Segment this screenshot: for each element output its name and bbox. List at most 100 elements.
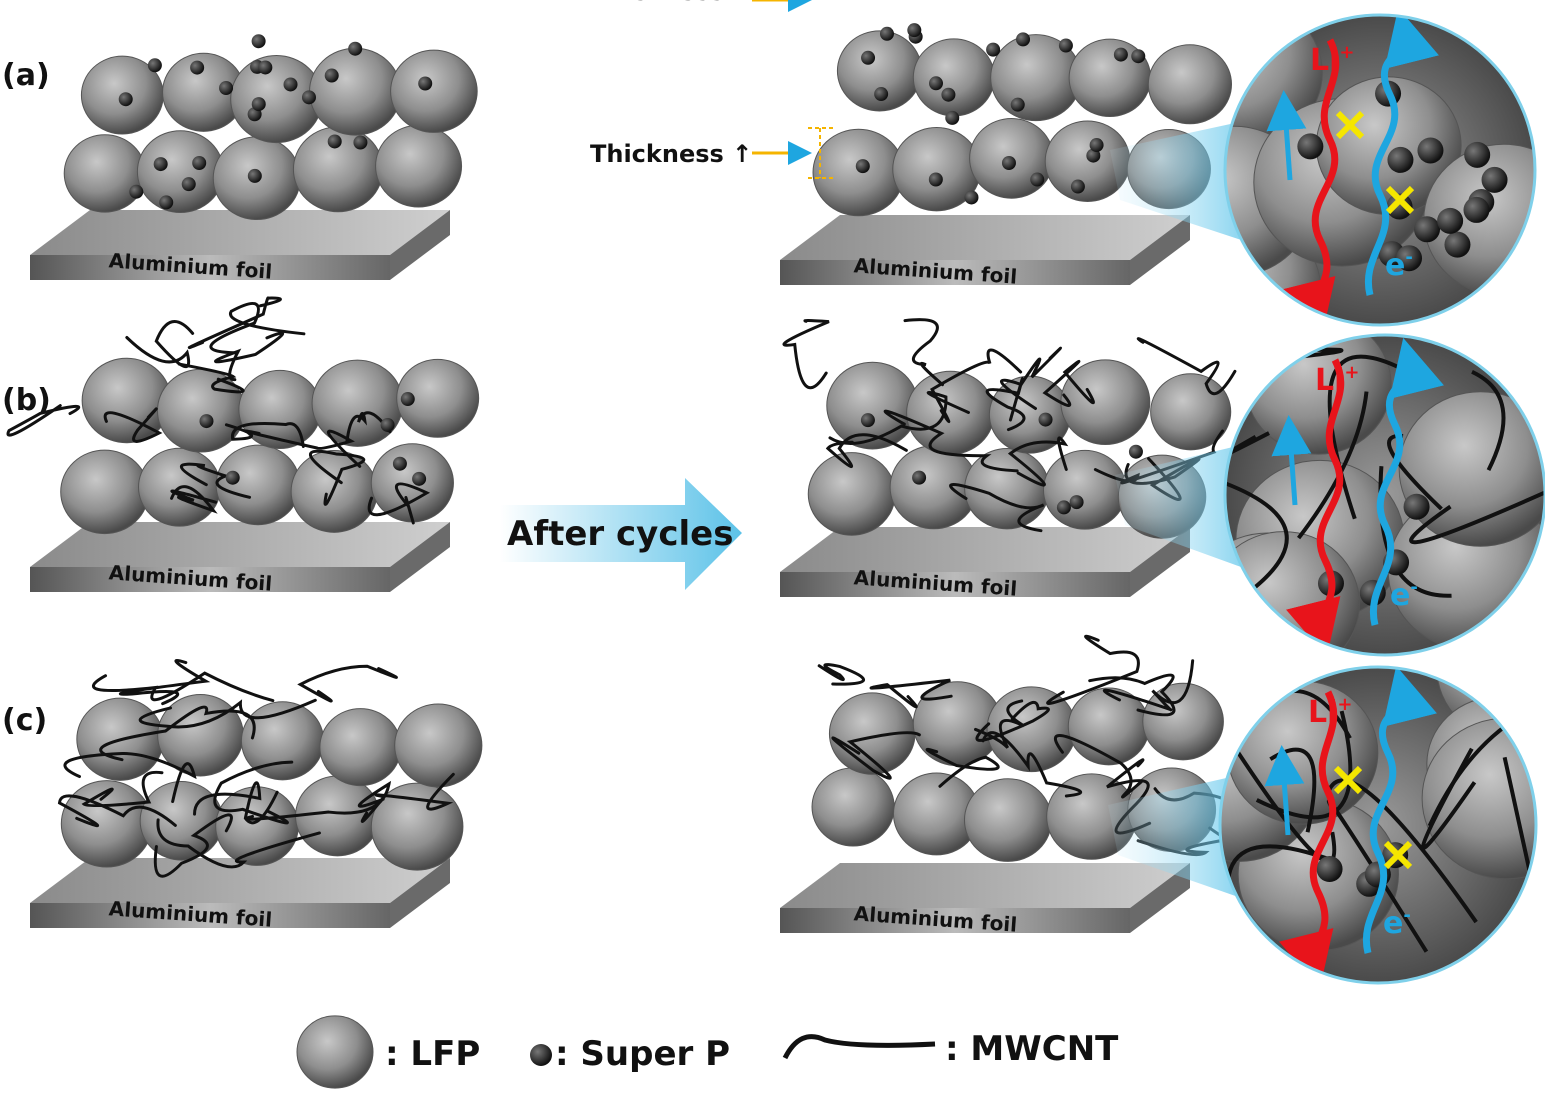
lfp-particle [1060, 359, 1151, 445]
electron-charge: - [1403, 905, 1410, 926]
li-ion-path-arrow [1286, 358, 1345, 655]
mwcnt-fiber [360, 772, 455, 823]
li-ion-charge: + [1339, 42, 1354, 63]
legend-mwcnt-label: : MWCNT [945, 1029, 1119, 1069]
mwcnt-fiber [187, 296, 282, 350]
super-p-particle [219, 81, 234, 96]
blocked-x-icon [1333, 765, 1363, 795]
mwcnt-fiber [209, 301, 306, 355]
electron-small-arrow [1264, 745, 1305, 836]
super-p-particle [1403, 493, 1430, 520]
super-p-particle [258, 60, 273, 75]
super-p-particle [1297, 133, 1324, 160]
super-p-particle [1030, 172, 1045, 187]
electron-path-arrow [1364, 15, 1439, 296]
electron-path-arrow [1362, 667, 1437, 954]
super-p-particle [301, 90, 316, 105]
after-cycles-label: After cycles [507, 514, 733, 554]
mwcnt-fiber [1000, 346, 1062, 410]
mwcnt-fiber [925, 747, 1000, 788]
electrode-c [57, 659, 483, 878]
mwcnt-fiber [214, 331, 285, 382]
super-p-particle [941, 87, 956, 102]
lfp-particle [319, 708, 402, 787]
lfp-particle [375, 124, 463, 208]
mwcnt-fiber [297, 664, 398, 703]
li-ion-charge: + [1337, 694, 1352, 715]
mwcnt-fiber [1409, 475, 1545, 545]
mwcnt-fiber [1471, 369, 1506, 471]
mwcnt-fiber [828, 390, 970, 445]
super-p-particle [1131, 49, 1146, 64]
mwcnt-fiber [782, 318, 830, 390]
foil-right-0 [780, 215, 1190, 285]
mwcnt-fiber [57, 794, 177, 828]
super-p-particle [986, 42, 1001, 57]
lfp-particle [1042, 449, 1127, 530]
super-p-particle [929, 76, 944, 91]
mwcnt-fiber [345, 411, 392, 443]
mwcnt-fiber [170, 485, 218, 514]
super-p-particle [199, 414, 214, 429]
super-p-particle [1010, 97, 1025, 112]
super-p-particle [874, 87, 889, 102]
lfp-particle [139, 781, 224, 861]
lfp-particle [370, 443, 454, 523]
zoom-beam [1115, 447, 1241, 567]
super-p-particle [1464, 141, 1491, 168]
super-p-particle [324, 68, 339, 83]
lfp-particle [811, 767, 895, 847]
super-p-particle [1417, 137, 1444, 164]
electrode-b [6, 296, 480, 535]
super-p-particle [860, 413, 875, 428]
panel-label-c: (c) [2, 703, 47, 738]
super-p-particle [418, 76, 433, 91]
super-p-particle [1113, 47, 1128, 62]
mwcnt-fiber [817, 663, 866, 686]
mwcnt-fiber [1046, 634, 1140, 705]
super-p-particle [159, 195, 174, 210]
super-p-particle [1089, 138, 1104, 153]
super-p-particle [190, 60, 205, 75]
super-p-particle [247, 168, 262, 183]
mwcnt-fiber [1042, 359, 1095, 407]
super-p-particle [1069, 495, 1084, 510]
mwcnt-fiber [224, 421, 305, 448]
mwcnt-fiber [1222, 729, 1337, 864]
electron-charge: - [1405, 247, 1412, 268]
lfp-particle [963, 778, 1053, 862]
mwcnt-fiber [831, 731, 921, 780]
super-p-particle [879, 26, 894, 41]
electrode-a [63, 34, 478, 221]
mwcnt-fiber [1053, 733, 1143, 799]
li-ion-label: Li+ [1308, 694, 1353, 730]
electron-path-arrow [1369, 337, 1444, 626]
mwcnt-fiber [949, 483, 1045, 533]
lfp-particle [296, 1015, 374, 1089]
mwcnt-fiber [930, 348, 1023, 424]
super-p-particle [1386, 193, 1413, 220]
electron-charge: - [1410, 577, 1417, 598]
lfp-particle [396, 358, 480, 438]
super-p-particle [400, 392, 415, 407]
super-p-particle [251, 34, 266, 49]
mwcnt-fiber [1225, 454, 1289, 604]
mwcnt-fiber [1326, 778, 1478, 924]
super-p-particle [1437, 207, 1464, 234]
lfp-particle [60, 449, 150, 535]
super-p-particle [327, 134, 342, 149]
mwcnt-fiber [63, 752, 197, 804]
super-p-particle [348, 41, 363, 56]
mwcnt-fiber [156, 818, 321, 869]
mwcnt-fiber [1502, 756, 1532, 871]
mwcnt-fiber [1297, 391, 1369, 540]
super-p-particle [181, 177, 196, 192]
lfp-particle [63, 134, 147, 213]
lfp-particle [912, 38, 995, 117]
super-p-particle [1128, 444, 1143, 459]
legend-superp-label: : Super P [555, 1034, 730, 1074]
super-p-particle [1463, 196, 1490, 223]
super-p-particle [1396, 245, 1423, 272]
mwcnt-legend-icon [782, 1034, 936, 1060]
super-p-particle [1481, 166, 1508, 193]
